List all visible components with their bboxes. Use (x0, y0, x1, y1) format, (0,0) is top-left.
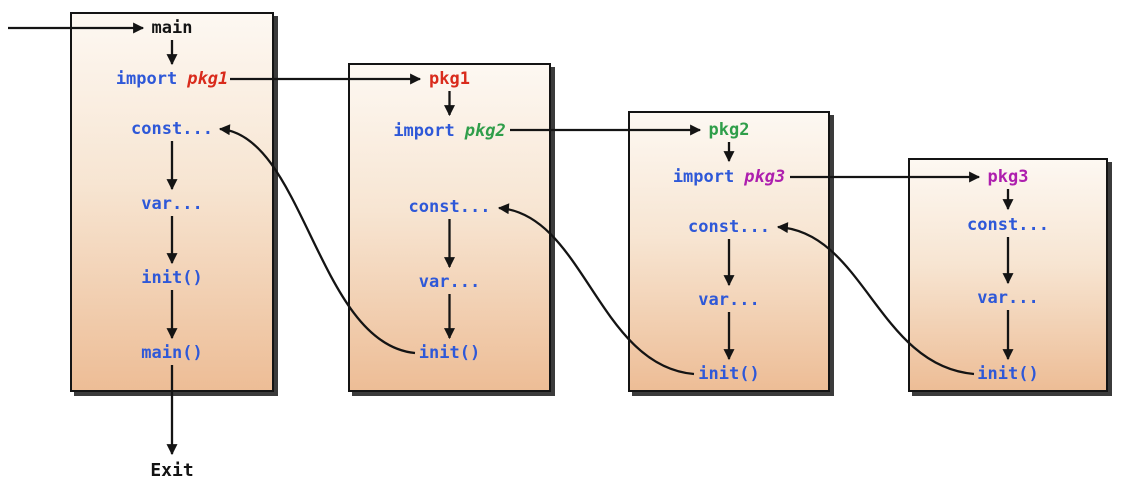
package-box-pkg3 (908, 158, 1108, 392)
node-init-pkg2: init() (698, 364, 760, 384)
node-init-pkg1: init() (418, 343, 481, 363)
import-keyword: import (672, 167, 735, 187)
node-var-pkg3: var... (977, 288, 1039, 308)
node-init-pkg3: init() (977, 364, 1039, 384)
node-import-pkg3: import pkg3 (628, 166, 830, 188)
node-main: main (151, 18, 193, 38)
package-box-pkg2 (628, 111, 830, 392)
node-main-call: main() (141, 343, 203, 363)
import-package-pkg1: pkg1 (187, 69, 229, 89)
node-const-main: const... (131, 119, 213, 139)
node-pkg2: pkg2 (708, 120, 750, 140)
node-pkg3: pkg3 (987, 167, 1029, 187)
node-const-pkg3: const... (967, 215, 1049, 235)
node-var-pkg1: var... (418, 272, 481, 292)
exit-label: Exit (150, 460, 194, 481)
node-pkg1: pkg1 (429, 69, 470, 89)
node-init-main: init() (141, 268, 203, 288)
import-package-pkg2: pkg2 (464, 121, 506, 141)
import-package-pkg3: pkg3 (744, 167, 786, 187)
node-const-pkg2: const... (688, 217, 770, 237)
node-import-pkg1: import pkg1 (70, 68, 274, 90)
node-import-pkg2: import pkg2 (348, 120, 551, 142)
import-keyword: import (115, 69, 178, 89)
node-const-pkg1: const... (408, 197, 491, 217)
node-var-main: var... (141, 194, 203, 214)
node-var-pkg2: var... (698, 290, 760, 310)
import-keyword: import (393, 121, 455, 141)
